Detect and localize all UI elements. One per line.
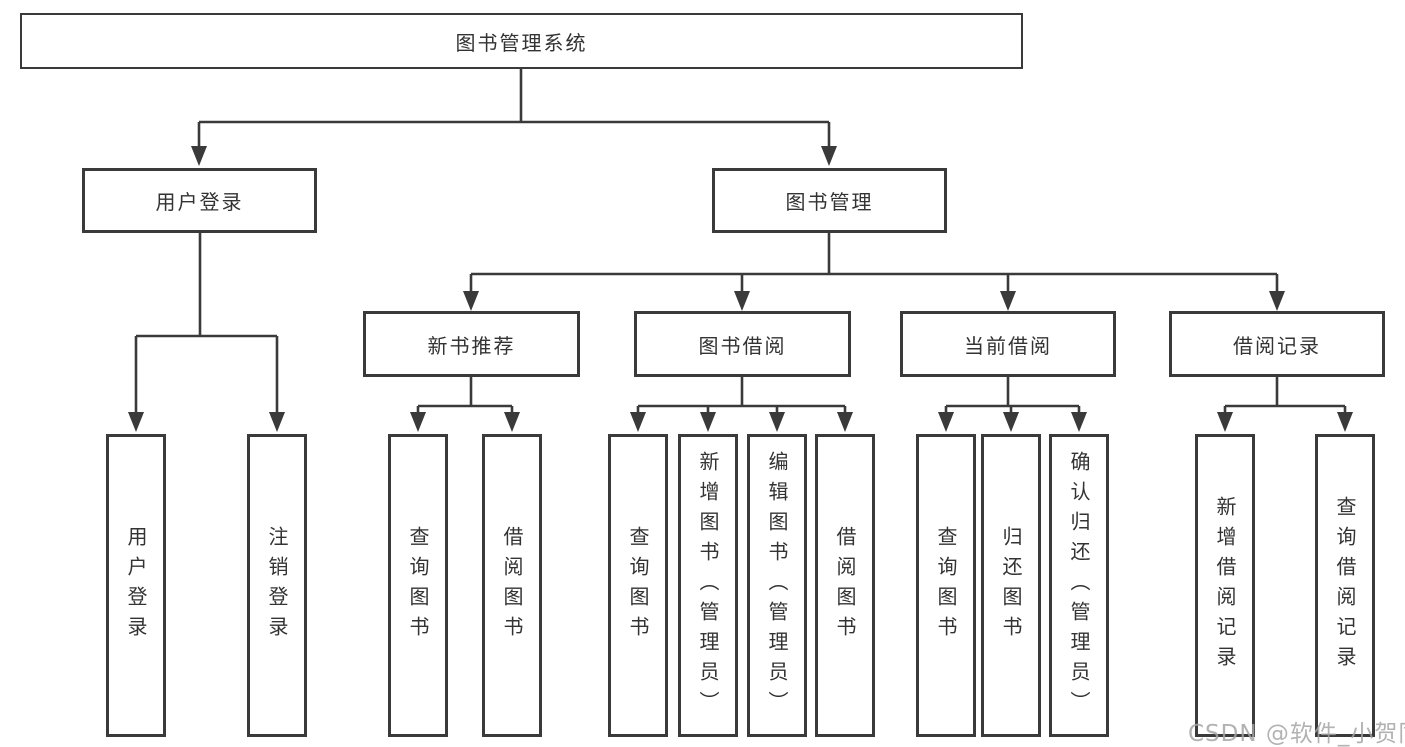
arrow-down-icon: [1071, 412, 1087, 432]
arrow-down-icon: [1000, 291, 1016, 311]
node-leaf-return-books: 归还图书: [981, 434, 1041, 737]
node-leaf-query-books: 查询图书: [916, 434, 976, 737]
node-leaf-edit-books-admin: 编辑图书（管理员）: [747, 434, 807, 737]
connector-book-borrow-children: [636, 377, 847, 414]
node-label: 查询借阅记录: [1333, 495, 1357, 676]
connector-borrow-record-children: [1223, 377, 1347, 414]
arrow-down-icon: [463, 291, 479, 311]
node-label: 借阅图书: [500, 525, 524, 646]
arrow-down-icon: [769, 412, 785, 432]
connector-book-mgmt-children: [469, 233, 1279, 293]
arrow-down-icon: [700, 412, 716, 432]
node-label: 借阅记录: [1233, 333, 1321, 358]
node-leaf-borrow-books: 借阅图书: [815, 434, 875, 737]
node-leaf-add-borrow-record: 新增借阅记录: [1195, 434, 1255, 737]
arrow-down-icon: [1217, 412, 1233, 432]
node-current-borrowing: 当前借阅: [900, 311, 1116, 377]
node-label: 新增借阅记录: [1213, 495, 1237, 676]
arrow-down-icon: [837, 412, 853, 432]
node-label: 新增图书（管理员）: [696, 450, 720, 721]
node-label: 编辑图书（管理员）: [765, 450, 789, 721]
arrow-down-icon: [191, 146, 207, 166]
arrow-down-icon: [1003, 412, 1019, 432]
node-leaf-logout: 注销登录: [247, 434, 307, 737]
node-user-login: 用户登录: [82, 168, 317, 233]
node-leaf-add-books-admin: 新增图书（管理员）: [678, 434, 738, 737]
node-label: 图书借阅: [698, 333, 787, 358]
node-borrowing-records: 借阅记录: [1169, 311, 1385, 377]
node-leaf-query-books: 查询图书: [388, 434, 448, 737]
node-book-management: 图书管理: [712, 168, 947, 233]
arrow-down-icon: [630, 412, 646, 432]
node-leaf-user-login: 用户登录: [106, 434, 166, 737]
arrow-down-icon: [938, 412, 954, 432]
node-label: 注销登录: [265, 525, 289, 646]
arrow-down-icon: [504, 412, 520, 432]
node-leaf-query-borrow-record: 查询借阅记录: [1315, 434, 1375, 737]
csdn-watermark: CSDN @软件_小贺同学: [1188, 721, 1405, 747]
node-leaf-query-books: 查询图书: [608, 434, 668, 737]
node-leaf-borrow-books: 借阅图书: [482, 434, 542, 737]
arrow-down-icon: [1269, 291, 1285, 311]
arrowheads: [128, 146, 1353, 432]
connector-paths: [134, 69, 1347, 414]
connector-user-login-children: [134, 233, 279, 414]
node-new-book-recommendation: 新书推荐: [363, 311, 580, 377]
node-label: 查询图书: [406, 525, 430, 646]
node-label: 图书管理系统: [455, 30, 588, 55]
node-label: 查询图书: [934, 525, 958, 646]
node-label: 归还图书: [999, 525, 1023, 646]
node-root-library-system: 图书管理系统: [20, 13, 1023, 69]
connector-root-to-level2: [197, 69, 831, 148]
node-label: 用户登录: [155, 190, 244, 214]
arrow-down-icon: [821, 146, 837, 166]
arrow-down-icon: [128, 412, 144, 432]
node-book-borrowing: 图书借阅: [634, 311, 851, 377]
node-label: 查询图书: [626, 525, 650, 646]
node-label: 用户登录: [124, 525, 148, 646]
node-label: 确认归还（管理员）: [1067, 450, 1091, 721]
arrow-down-icon: [269, 412, 285, 432]
node-label: 借阅图书: [833, 525, 857, 646]
connector-new-book-children: [416, 377, 514, 414]
node-label: 图书管理: [785, 190, 874, 214]
arrow-down-icon: [410, 412, 426, 432]
arrow-down-icon: [734, 291, 750, 311]
node-label: 当前借阅: [964, 333, 1052, 358]
node-leaf-confirm-return-admin: 确认归还（管理员）: [1049, 434, 1109, 737]
arrow-down-icon: [1337, 412, 1353, 432]
connector-current-borrow-children: [944, 377, 1081, 414]
node-label: 新书推荐: [427, 333, 516, 358]
